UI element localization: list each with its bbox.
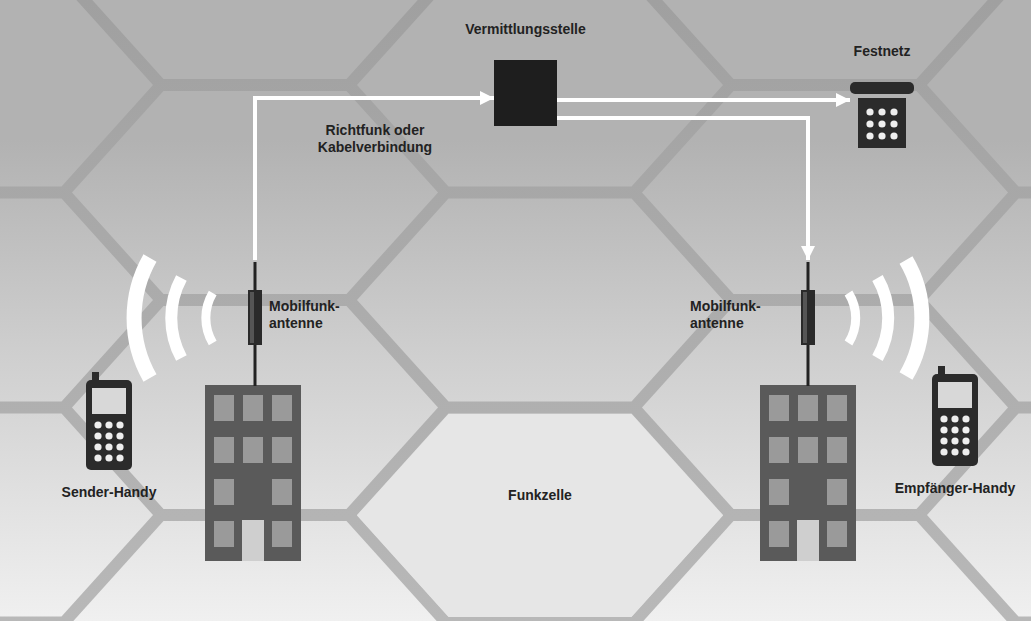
node-label: Mobilfunk- antenne (690, 298, 785, 332)
landline-phone: Festnetz (850, 82, 914, 148)
node-label: Funkzelle (508, 487, 572, 504)
radio-cell (927, 0, 1031, 187)
antenna: Mobilfunk- antenne (245, 260, 363, 350)
connector-arrow (557, 98, 850, 102)
mobile-phone: Sender-Handy (86, 372, 132, 470)
connector-arrow (255, 98, 494, 260)
phone-icon (850, 82, 914, 148)
radio-cell (357, 199, 723, 402)
radio-cell (927, 414, 1031, 617)
phone-icon (86, 372, 132, 470)
radio-cell (927, 199, 1031, 402)
exchange-box: Vermittlungsstelle (494, 60, 557, 126)
building (760, 385, 856, 561)
node-label: Sender-Handy (62, 484, 157, 501)
cell-outline (350, 408, 730, 621)
radio-cell (357, 414, 723, 617)
antenna-mast (248, 262, 262, 386)
cell-outline (357, 414, 723, 617)
connector-arrow (557, 118, 808, 260)
antenna-mast (801, 262, 815, 386)
radio-cell (642, 91, 1008, 294)
phone-icon (932, 366, 978, 466)
node-label: Vermittlungsstelle (465, 21, 586, 38)
radio-waves (849, 260, 922, 376)
antenna: Mobilfunk- antenne (690, 260, 820, 350)
node-label: Mobilfunk- antenne (269, 298, 359, 332)
connector-label: Richtfunk oder Kabelverbindung (300, 122, 450, 156)
node-label: Festnetz (854, 43, 911, 60)
mobile-phone: Empfänger-Handy (932, 366, 978, 466)
radio-cell: Funkzelle (350, 408, 730, 621)
radio-waves (134, 258, 213, 378)
node-label: Empfänger-Handy (895, 480, 1016, 497)
radio-cell (357, 0, 723, 187)
building (205, 385, 301, 561)
